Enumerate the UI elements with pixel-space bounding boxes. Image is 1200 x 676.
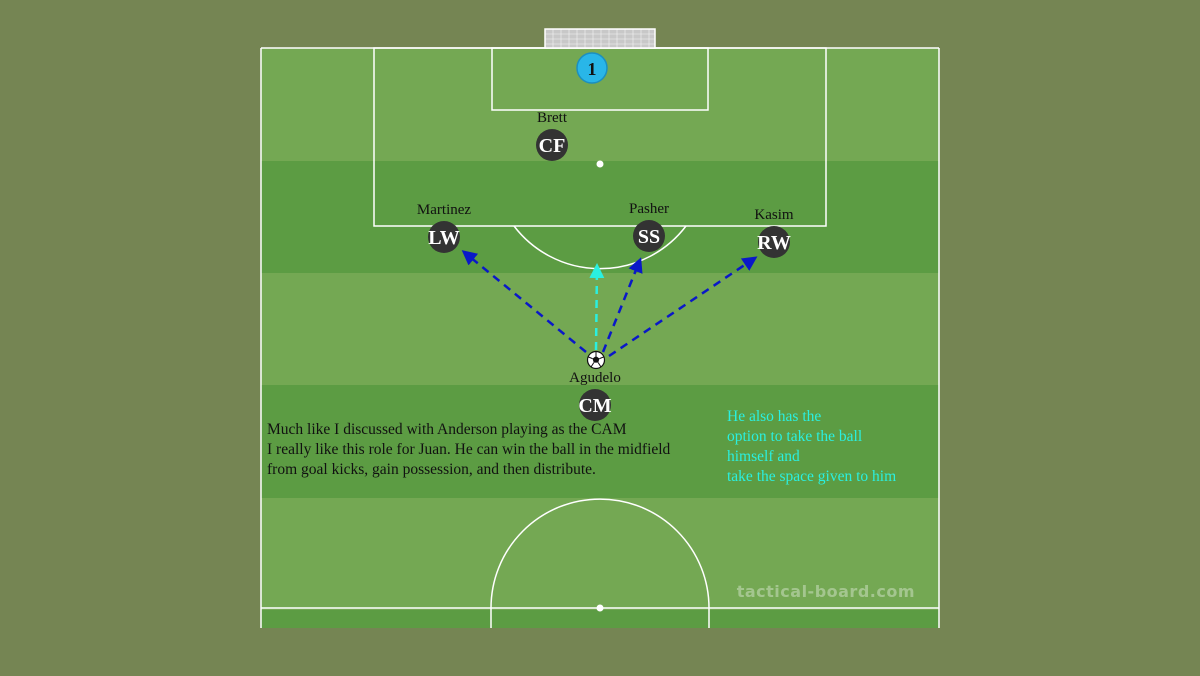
goalkeeper-number: 1 (588, 59, 597, 79)
player-name-cm: Agudelo (569, 370, 621, 386)
player-name-rw: Kasim (754, 207, 793, 223)
pitch (261, 48, 939, 628)
pass-arrow-to-rw (608, 256, 758, 358)
note-accent-line-2: option to take the ball (727, 428, 862, 445)
note-accent-line-1: He also has the (727, 408, 821, 425)
note-main-line-1: Much like I discussed with Anderson play… (267, 421, 627, 438)
player-cf[interactable]: Brett CF (536, 110, 568, 161)
watermark: tactical-board.com (737, 582, 915, 601)
goal-net (544, 28, 656, 49)
coach-note-accent: He also has the option to take the ball … (727, 408, 896, 485)
player-role-lw: LW (428, 227, 460, 249)
player-role-ss: SS (638, 226, 660, 248)
goalkeeper-token[interactable]: 1 (576, 52, 608, 84)
note-accent-line-4: take the space given to him (727, 468, 896, 485)
player-name-cf: Brett (537, 110, 568, 126)
coach-note-main: Much like I discussed with Anderson play… (267, 421, 671, 478)
player-cm[interactable]: Agudelo CM (569, 370, 621, 421)
arrows (461, 250, 758, 358)
player-name-ss: Pasher (629, 201, 669, 217)
player-lw[interactable]: Martinez LW (417, 202, 471, 253)
pass-arrow-to-lw (461, 250, 587, 353)
penalty-spot (596, 160, 604, 168)
center-circle (490, 498, 710, 628)
player-rw[interactable]: Kasim RW (754, 207, 794, 258)
note-main-line-2: I really like this role for Juan. He can… (267, 441, 671, 458)
soccer-ball-icon[interactable] (586, 350, 606, 370)
pass-arrow-to-ss (601, 257, 643, 353)
run-arrow-forward (589, 263, 605, 351)
note-accent-line-3: himself and (727, 448, 800, 465)
player-role-cm: CM (578, 395, 611, 417)
note-main-line-3: from goal kicks, gain possession, and th… (267, 461, 596, 478)
player-role-cf: CF (539, 135, 566, 157)
player-name-lw: Martinez (417, 202, 471, 218)
player-role-rw: RW (757, 232, 791, 254)
center-spot (596, 604, 604, 612)
player-ss[interactable]: Pasher SS (629, 201, 669, 252)
